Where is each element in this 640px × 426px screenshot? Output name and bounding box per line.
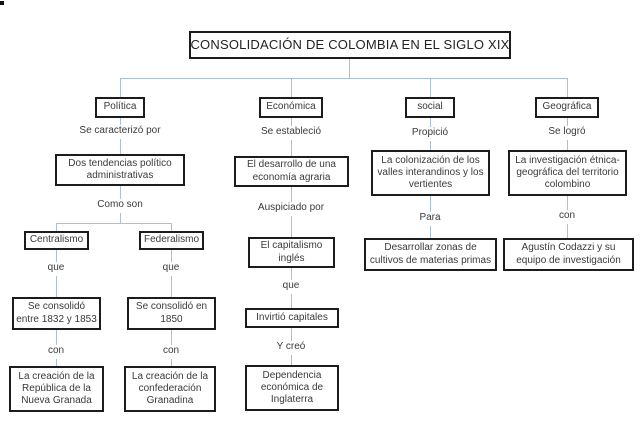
branch-social: social — [405, 97, 455, 118]
connector-line — [291, 78, 292, 97]
connector-line — [120, 78, 568, 79]
connector-line — [430, 141, 431, 150]
node-economia-agraria: El desarrollo de una economía agraria — [234, 156, 349, 187]
node-agustin-codazzi: Agustín Codazzi y su equipo de investiga… — [503, 238, 634, 271]
link-label: Se caracterizó por — [79, 125, 161, 136]
node-dependencia-inglaterra: Dependencia económica de Inglaterra — [245, 365, 339, 411]
connector-line — [120, 186, 121, 199]
branch-geografica: Geográfica — [535, 97, 599, 118]
node-republica-nueva-granada: La creación de la República de la Nueva … — [9, 366, 104, 412]
connector-line — [120, 78, 121, 97]
connector-line — [430, 118, 431, 127]
node-zonas-cultivos: Desarrollar zonas de cultivos de materia… — [364, 238, 497, 271]
connector-line — [567, 196, 568, 210]
connector-line — [56, 359, 57, 366]
node-invirtio-capitales: Invirtió capitales — [245, 308, 339, 328]
link-label: Como son — [97, 199, 143, 210]
connector-line — [291, 294, 292, 308]
connector-line — [171, 276, 172, 297]
link-label: con — [162, 345, 180, 356]
connector-line — [120, 139, 121, 154]
connector-line — [291, 140, 292, 156]
link-label: Y creó — [276, 341, 306, 352]
connector-line — [430, 196, 431, 212]
connector-line — [567, 224, 568, 238]
node-centralismo: Centralismo — [24, 231, 89, 250]
link-label: Auspiciado por — [257, 202, 325, 213]
branch-politica: Política — [95, 97, 145, 118]
corner-artifact-mark — [0, 1, 4, 5]
connector-line — [56, 223, 57, 231]
node-consolido-1850: Se consolidó en 1850 — [127, 297, 216, 330]
connector-line — [567, 140, 568, 150]
connector-line — [171, 359, 172, 366]
connector-line — [291, 118, 292, 126]
connector-line — [349, 59, 350, 78]
connector-line — [291, 328, 292, 341]
link-label: Propició — [411, 127, 449, 138]
connector-line — [291, 187, 292, 202]
node-confederacion-granadina: La creación de la confederación Granadin… — [124, 366, 216, 412]
link-label: con — [47, 345, 65, 356]
diagram-title: CONSOLIDACIÓN DE COLOMBIA EN EL SIGLO XI… — [189, 31, 511, 59]
connector-line — [567, 78, 568, 97]
link-label: con — [558, 210, 576, 221]
connector-line — [291, 268, 292, 280]
link-label: Para — [419, 212, 441, 223]
link-label: Se logró — [548, 126, 586, 137]
node-consolido-1832-1853: Se consolidó entre 1832 y 1853 — [12, 297, 101, 330]
connector-line — [291, 216, 292, 237]
node-federalismo: Federalismo — [139, 231, 204, 250]
connector-line — [567, 118, 568, 126]
connector-line — [120, 118, 121, 125]
connector-line — [430, 226, 431, 238]
node-investigacion-etnica: La investigación étnica-geográfica del t… — [508, 150, 627, 196]
connector-line — [56, 223, 171, 224]
node-colonizacion-valles: La colonización de los valles interandin… — [371, 150, 490, 196]
connector-line — [56, 250, 57, 262]
connector-line — [171, 250, 172, 262]
connector-line — [56, 330, 57, 345]
link-label: que — [162, 262, 180, 273]
connector-line — [56, 276, 57, 297]
connector-line — [171, 330, 172, 345]
node-capitalismo-ingles: El capitalismo inglés — [248, 237, 335, 268]
connector-line — [171, 223, 172, 231]
connector-line — [291, 355, 292, 365]
connector-line — [120, 213, 121, 223]
node-dos-tendencias: Dos tendencias político administrativas — [55, 154, 185, 186]
branch-economica: Económica — [259, 97, 323, 118]
connector-line — [430, 78, 431, 97]
link-label: que — [47, 262, 65, 273]
link-label: que — [282, 280, 300, 291]
link-label: Se estableció — [260, 126, 322, 137]
